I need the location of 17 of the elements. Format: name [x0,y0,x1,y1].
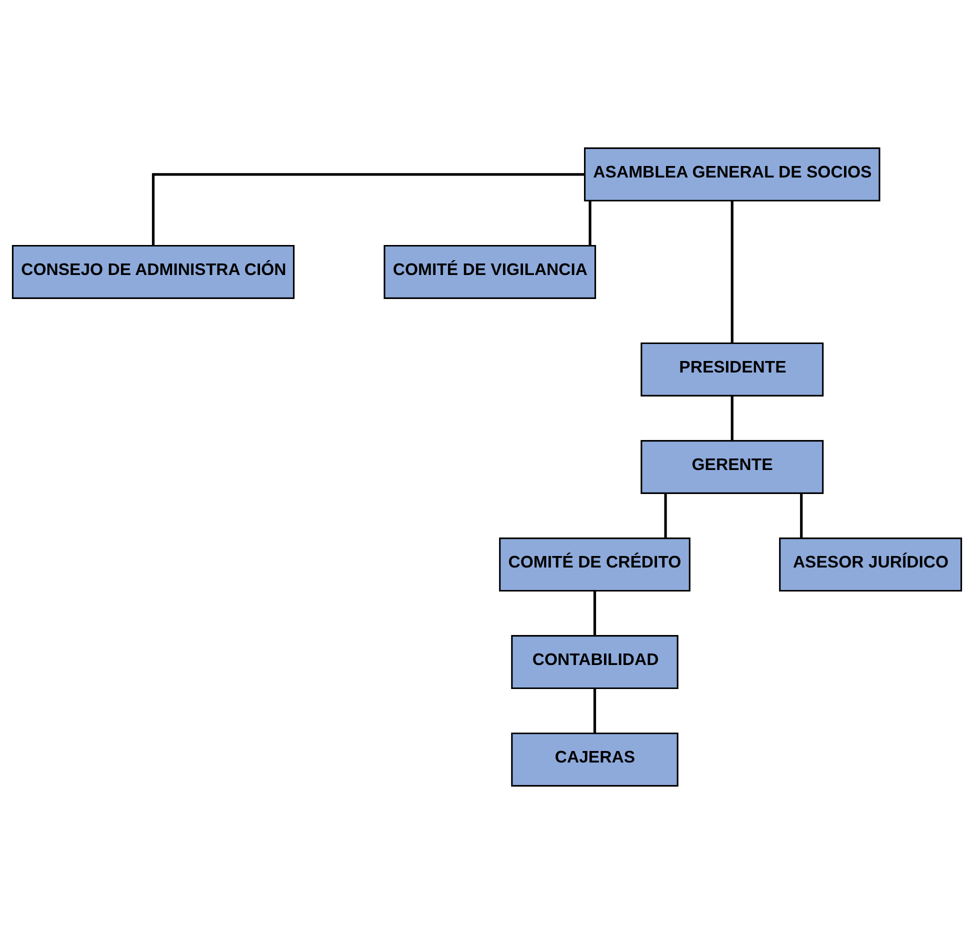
connector [730,396,734,440]
connector [800,493,803,538]
node-box: ASAMBLEA GENERAL DE SOCIOS [584,146,880,201]
node-box: ASESOR JURÍDICO [779,537,962,592]
connector [593,590,596,636]
node-box: CONSEJO DE ADMINISTRA CIÓN [12,244,295,298]
connector [152,172,585,245]
node-box: COMITÉ DE VIGILANCIA [384,244,596,298]
node-box: PRESIDENTE [640,342,824,396]
connector [593,688,596,733]
node-box: CAJERAS [511,732,678,786]
connector [730,200,734,342]
node-box: GERENTE [640,440,824,494]
node-box: COMITÉ DE CRÉDITO [499,537,690,592]
connector [664,493,667,538]
connector [588,200,592,246]
node-box: CONTABILIDAD [511,634,678,689]
